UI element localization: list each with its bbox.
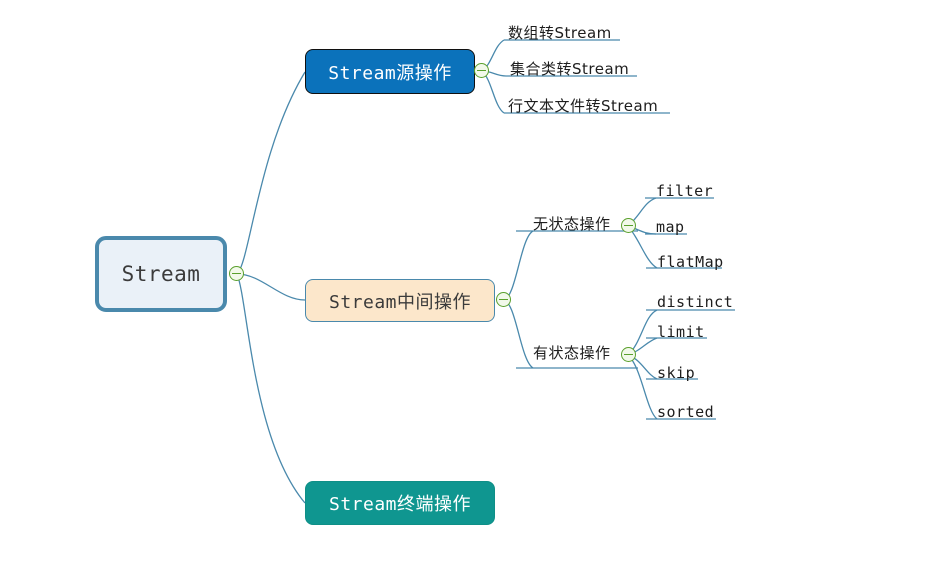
leaf-filter[interactable]: filter (656, 182, 714, 200)
branch-stateless-label[interactable]: 无状态操作 (533, 215, 611, 233)
wire-stateless-to-flatmap (627, 225, 658, 269)
wire-source-to-leaf3 (481, 70, 505, 114)
wire-root-to-terminal (236, 273, 306, 504)
node-stream-source-label: Stream源操作 (328, 62, 452, 84)
node-stream-source[interactable]: Stream源操作 (305, 49, 475, 94)
wire-root-to-source (236, 71, 306, 275)
leaf-array-to-stream[interactable]: 数组转Stream (508, 24, 612, 42)
leaf-textfile-to-stream[interactable]: 行文本文件转Stream (508, 97, 659, 115)
leaf-sorted[interactable]: sorted (657, 403, 715, 421)
collapse-toggle-root[interactable] (229, 266, 244, 281)
collapse-toggle-stream-source[interactable] (474, 63, 489, 78)
leaf-flatmap[interactable]: flatMap (657, 253, 724, 271)
node-stream-intermediate[interactable]: Stream中间操作 (305, 279, 495, 322)
wire-middle-to-stateful (502, 299, 534, 369)
wire-stateful-to-sorted (627, 354, 658, 420)
node-stream-terminal[interactable]: Stream终端操作 (305, 481, 495, 525)
collapse-toggle-stream-intermediate[interactable] (496, 292, 511, 307)
node-stream-intermediate-label: Stream中间操作 (328, 291, 472, 313)
wire-root-to-middle (236, 273, 306, 301)
leaf-map[interactable]: map (656, 218, 685, 236)
leaf-limit[interactable]: limit (657, 323, 705, 341)
node-root[interactable]: Stream (95, 236, 227, 312)
wire-middle-to-stateless (502, 230, 534, 301)
collapse-toggle-stateless[interactable] (621, 218, 636, 233)
node-stream-terminal-label: Stream终端操作 (328, 494, 472, 515)
collapse-toggle-stateful[interactable] (621, 347, 636, 362)
leaf-collection-to-stream[interactable]: 集合类转Stream (510, 60, 630, 78)
leaf-skip[interactable]: skip (657, 364, 696, 382)
leaf-distinct[interactable]: distinct (657, 293, 734, 311)
branch-stateful-label[interactable]: 有状态操作 (533, 344, 611, 362)
node-root-label: Stream (121, 262, 201, 286)
